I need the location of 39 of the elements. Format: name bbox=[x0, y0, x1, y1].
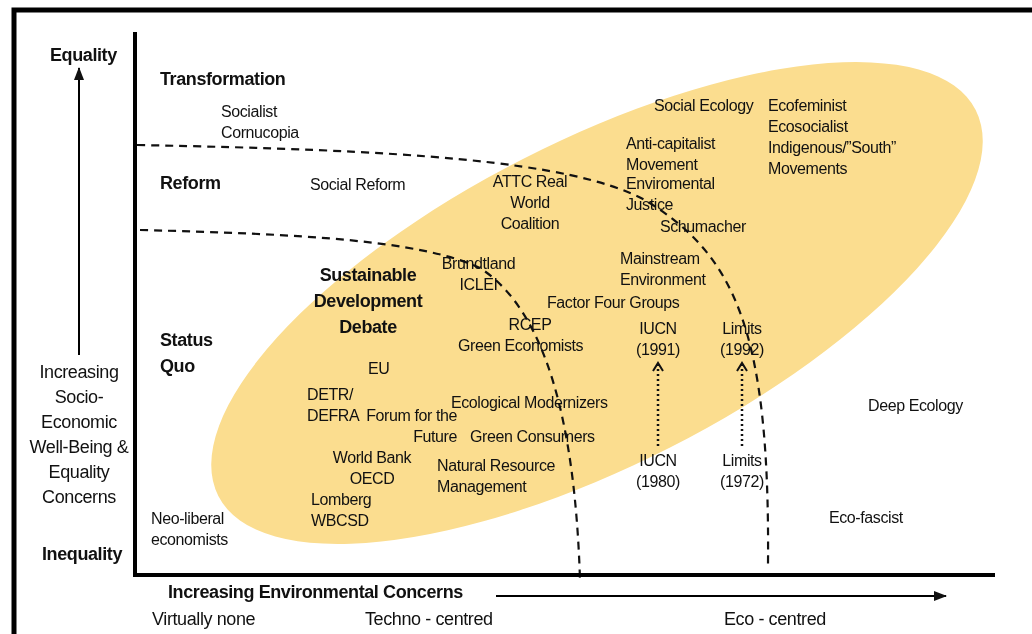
position-label: World Bank OECD bbox=[331, 448, 413, 489]
axis-heading: Status Quo bbox=[160, 329, 214, 378]
axis-heading: Increasing Environmental Concerns bbox=[168, 581, 464, 604]
position-label: Green Consumers bbox=[470, 427, 596, 447]
axis-heading: Inequality bbox=[42, 543, 124, 566]
position-label: Eco - centred bbox=[724, 608, 827, 631]
axis-heading: Sustainable Development Debate bbox=[312, 264, 424, 339]
position-label: Virtually none bbox=[152, 608, 257, 631]
position-label: Factor Four Groups bbox=[547, 293, 681, 313]
position-label: Eco-fascist bbox=[829, 508, 904, 528]
milestone-label: IUCN (1991) bbox=[628, 318, 688, 360]
axis-heading: Transformation bbox=[160, 68, 287, 91]
arrow bbox=[736, 362, 748, 446]
arrow bbox=[652, 362, 664, 446]
position-label: Mainstream Environment bbox=[620, 249, 707, 290]
milestone-label: Limits (1972) bbox=[712, 450, 772, 492]
position-label: Ecosocialist bbox=[768, 117, 849, 137]
position-label: Increasing Socio-Economic Well-Being & Equality Concerns bbox=[28, 361, 130, 509]
position-label: Techno - centred bbox=[365, 608, 494, 631]
position-label: Enviromental Justice bbox=[626, 174, 716, 215]
position-label: EU bbox=[368, 359, 391, 379]
position-label: Natural Resource Management bbox=[437, 456, 557, 497]
axis-heading: Equality bbox=[50, 44, 118, 67]
axis-heading: Reform bbox=[160, 172, 222, 195]
position-label: Social Reform bbox=[310, 175, 407, 195]
position-label: Indigenous/”South” Movements bbox=[768, 138, 897, 179]
position-label: Socialist Cornucopia bbox=[221, 102, 300, 143]
position-label: Ecofeminist bbox=[768, 96, 848, 116]
position-label: Deep Ecology bbox=[868, 396, 964, 416]
milestone-label: Limits (1992) bbox=[712, 318, 772, 360]
position-label: DETR/ DEFRA bbox=[307, 385, 361, 426]
position-label: ATTC Real World Coalition bbox=[491, 172, 569, 234]
position-label: Anti-capitalist Movement bbox=[626, 134, 717, 175]
position-label: Green Economists bbox=[458, 336, 585, 356]
position-label: Lomberg WBCSD bbox=[311, 490, 373, 531]
position-label: Schumacher bbox=[660, 217, 747, 237]
position-label: RCEP bbox=[507, 315, 553, 335]
position-label: Neo-liberal economists bbox=[151, 509, 229, 550]
milestone-label: IUCN (1980) bbox=[628, 450, 688, 492]
